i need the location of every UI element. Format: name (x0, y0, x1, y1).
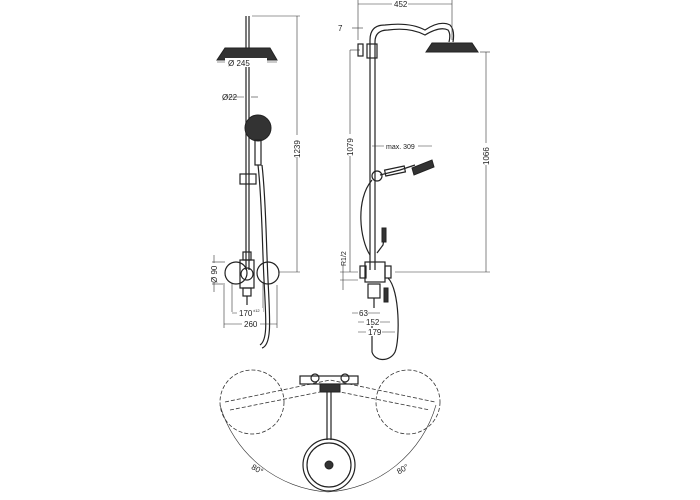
connection-tolerance-label: ±12 (253, 308, 260, 313)
slider-front (371, 170, 383, 182)
dim-179-label: 179 (368, 328, 382, 337)
dim-152-label: 152 (366, 318, 380, 327)
side-view: Ø 245 Ø22 1239 Ø 90 170 ±12 260 (209, 15, 302, 349)
flange-diameter-label: Ø 90 (210, 265, 219, 283)
hand-shower-reach-label: max. 309 (386, 144, 415, 151)
slider (239, 173, 257, 185)
total-height-label: 1239 (293, 140, 302, 158)
rain-head-top (302, 438, 356, 492)
projection-label: 452 (394, 0, 408, 9)
head-height-label: 1066 (482, 147, 491, 165)
hand-shower (244, 114, 272, 142)
flange-left (224, 261, 248, 285)
width-label: 260 (244, 320, 258, 329)
connection-spacing-label: 170 (239, 309, 253, 318)
dim-63-label: 63 (359, 309, 368, 318)
swivel-left-angle: 80° (250, 462, 265, 476)
top-view: 80° 80° (219, 369, 441, 493)
rain-head-front (425, 42, 479, 53)
front-view: 452 7 1079 1066 max. 309 R1/2 63 152 179 (338, 0, 491, 361)
swivel-right-position (375, 369, 441, 435)
hand-shower-front (411, 159, 435, 176)
swivel-left-position (219, 369, 285, 435)
wall-offset-label: 7 (338, 24, 343, 33)
pipe-diameter-label: Ø22 (222, 93, 238, 102)
head-diameter-label: Ø 245 (228, 59, 250, 68)
thread-label: R1/2 (341, 251, 348, 266)
height-to-bracket-label: 1079 (346, 138, 355, 156)
flange-right (256, 261, 280, 285)
